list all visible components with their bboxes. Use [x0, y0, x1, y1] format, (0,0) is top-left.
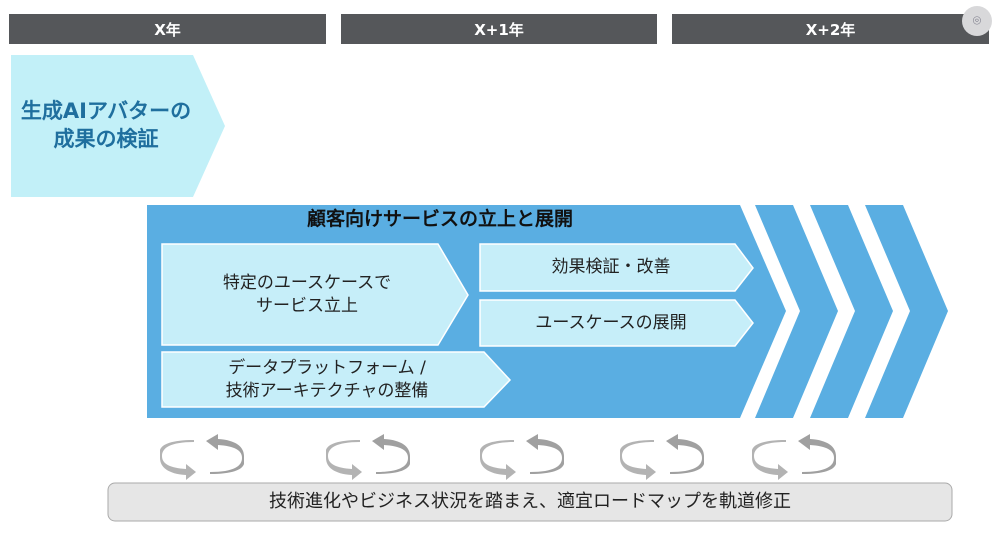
- box3-label: ユースケースの展開: [535, 312, 687, 333]
- phase1-label: 生成AIアバターの 成果の検証: [11, 85, 201, 165]
- box1-line2: サービス立上: [256, 295, 358, 316]
- footer-text: 技術進化やビジネス状況を踏まえ、適宜ロードマップを軌道修正: [269, 490, 791, 512]
- box4-line1: データプラットフォーム /: [228, 358, 426, 379]
- box1-label: 特定のユースケースで サービス立上: [162, 244, 452, 345]
- timeline-header-year-x1: X+1年: [341, 14, 657, 44]
- phase1-arrow: [11, 55, 225, 197]
- timeline-header-year-x2: X+2年: [672, 14, 989, 44]
- box4-label: データプラットフォーム / 技術アーキテクチャの整備: [162, 352, 492, 407]
- phase1-line2: 成果の検証: [53, 127, 159, 151]
- cycle-icon: [160, 434, 244, 480]
- box4-line2: 技術アーキテクチャの整備: [225, 380, 429, 401]
- camera-scan-icon[interactable]: ⌾: [962, 6, 992, 36]
- phase2-title: 顧客向けサービスの立上と展開: [306, 208, 573, 231]
- box2-shape: [479, 243, 754, 292]
- box2-label: 効果検証・改善: [551, 257, 671, 278]
- footer-box: [107, 482, 953, 522]
- box3-shape: [479, 299, 754, 347]
- chevron-3: [865, 205, 948, 418]
- cycle-icon: [480, 434, 564, 480]
- box1-shape: [161, 243, 469, 346]
- box4-shape: [161, 351, 512, 408]
- chevron-2: [810, 205, 893, 418]
- chevron-1: [755, 205, 838, 418]
- cycle-icon: [752, 434, 836, 480]
- cycle-icon: [620, 434, 704, 480]
- timeline-header-year-x: X年: [9, 14, 326, 44]
- phase1-line1: 生成AIアバターの: [20, 98, 192, 123]
- cycle-icon: [326, 434, 410, 480]
- box1-line1: 特定のユースケースで: [222, 272, 392, 293]
